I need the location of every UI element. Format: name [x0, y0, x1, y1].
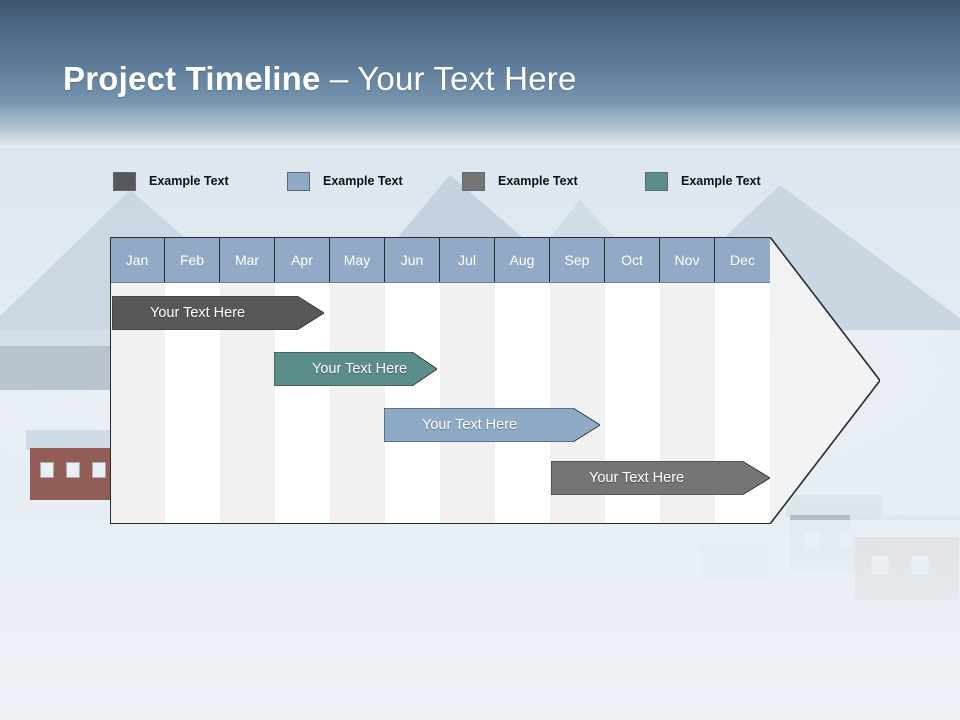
- house-icon: [26, 430, 122, 500]
- month-header-nov[interactable]: Nov: [660, 237, 715, 282]
- month-header-dec[interactable]: Dec: [715, 237, 770, 282]
- month-header-oct[interactable]: Oct: [605, 237, 660, 282]
- task-bar[interactable]: Your Text Here: [551, 461, 770, 495]
- legend-color-swatch: [645, 171, 668, 191]
- month-header-apr[interactable]: Apr: [275, 237, 330, 282]
- grid-border-top: [110, 237, 770, 238]
- month-header-jan[interactable]: Jan: [110, 237, 165, 282]
- month-header-jun[interactable]: Jun: [385, 237, 440, 282]
- task-bar[interactable]: Your Text Here: [274, 352, 437, 386]
- legend-item[interactable]: Example Text: [462, 170, 578, 192]
- task-bar-label: Your Text Here: [150, 305, 246, 321]
- month-column-aug: Aug: [495, 237, 550, 524]
- month-header-feb[interactable]: Feb: [165, 237, 220, 282]
- grid-border-left: [110, 237, 111, 524]
- task-bar-shape: [112, 296, 324, 330]
- legend-item[interactable]: Example Text: [287, 170, 403, 192]
- legend-color-swatch: [113, 171, 136, 191]
- month-header-jul[interactable]: Jul: [440, 237, 495, 282]
- page-title: Project Timeline – Your Text Here: [63, 60, 577, 98]
- legend-item[interactable]: Example Text: [645, 170, 761, 192]
- grid-border-bottom: [110, 523, 770, 524]
- legend: Example Text Example Text Example Text E…: [110, 170, 810, 194]
- task-bar[interactable]: Your Text Here: [384, 408, 600, 442]
- page-title-light: – Your Text Here: [320, 60, 577, 97]
- task-bar-shape: [384, 408, 600, 442]
- legend-item[interactable]: Example Text: [113, 170, 229, 192]
- month-header-sep[interactable]: Sep: [550, 237, 605, 282]
- month-header-mar[interactable]: Mar: [220, 237, 275, 282]
- legend-color-swatch: [462, 171, 485, 191]
- month-column-jan: Jan: [110, 237, 165, 524]
- legend-item-label: Example Text: [149, 174, 229, 188]
- task-bar-shape: [551, 461, 770, 495]
- legend-item-label: Example Text: [498, 174, 578, 188]
- task-bar[interactable]: Your Text Here: [112, 296, 324, 330]
- snow-foreground: [0, 520, 960, 720]
- title-banner: Project Timeline – Your Text Here: [0, 0, 960, 148]
- month-column-jul: Jul: [440, 237, 495, 524]
- month-column-feb: Feb: [165, 237, 220, 524]
- page-title-strong: Project Timeline: [63, 60, 321, 97]
- header-underline: [110, 282, 770, 283]
- month-header-may[interactable]: May: [330, 237, 385, 282]
- task-bar-label: Your Text Here: [422, 417, 518, 433]
- house-icon: [0, 330, 120, 390]
- task-bar-shape: [274, 352, 437, 386]
- legend-item-label: Example Text: [323, 174, 403, 188]
- month-header-aug[interactable]: Aug: [495, 237, 550, 282]
- legend-color-swatch: [287, 171, 310, 191]
- legend-item-label: Example Text: [681, 174, 761, 188]
- task-bar-label: Your Text Here: [589, 470, 685, 486]
- month-column-mar: Mar: [220, 237, 275, 524]
- task-bar-label: Your Text Here: [312, 361, 408, 377]
